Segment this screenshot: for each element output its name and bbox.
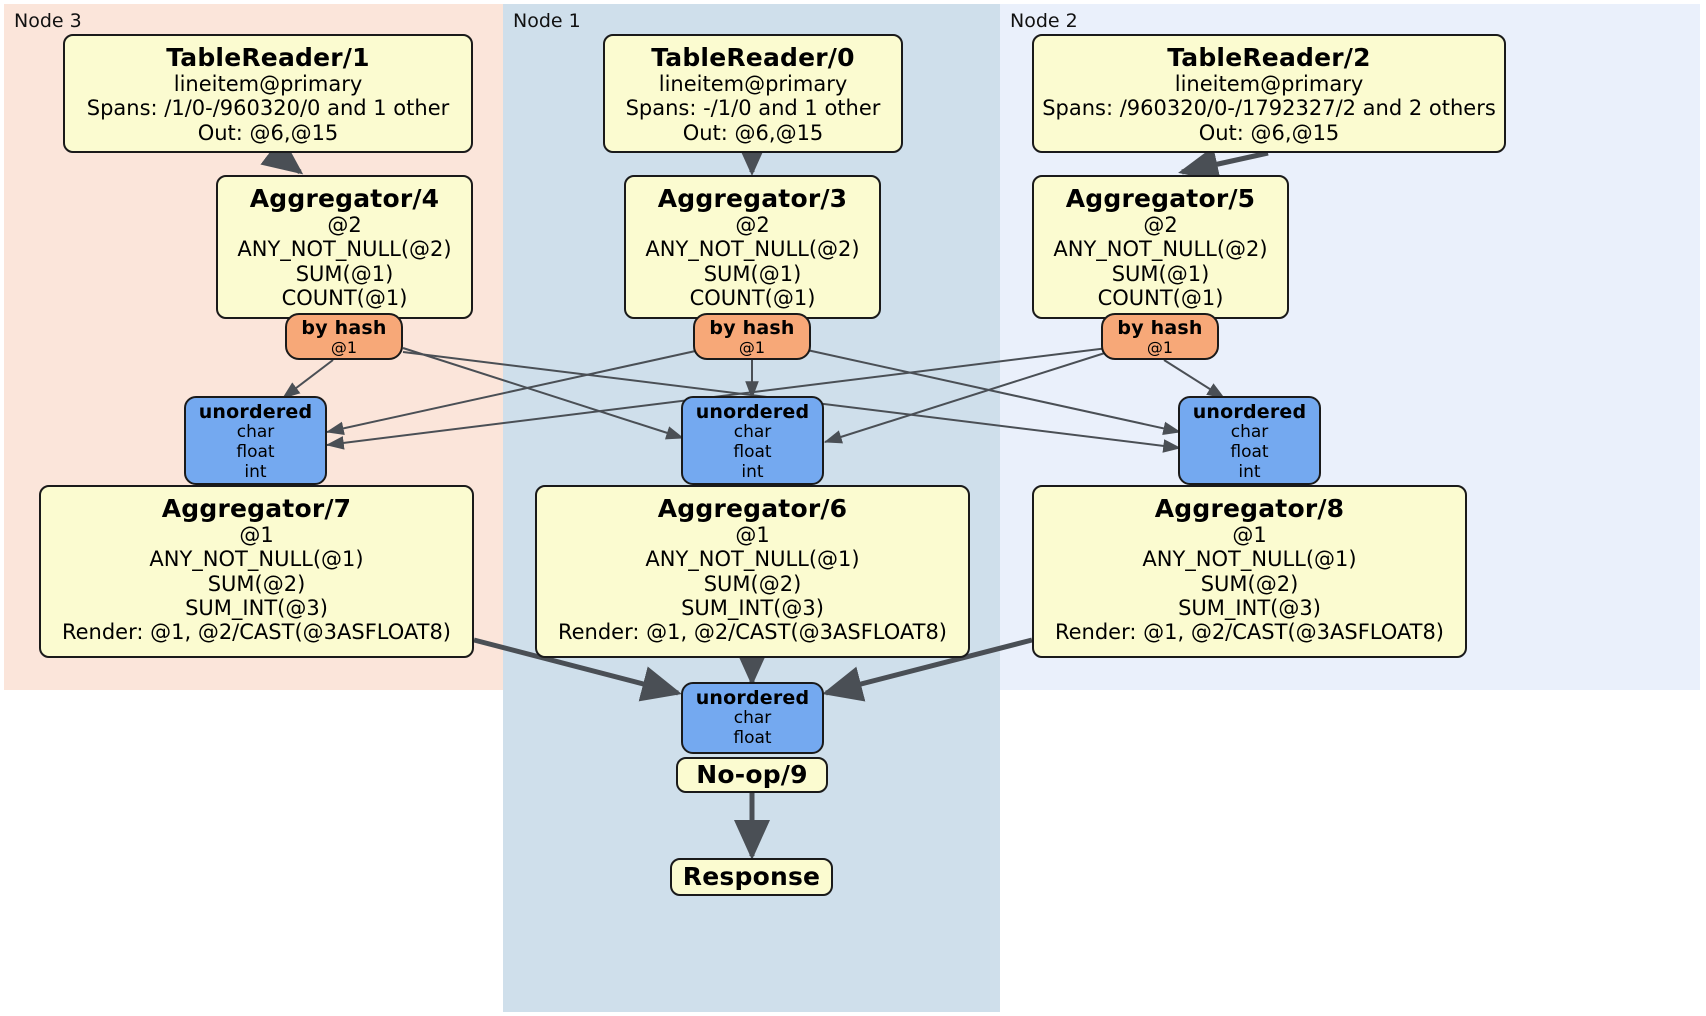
processor-detail: Out: @6,@15 [197,120,339,145]
processor-detail: @1 [239,523,274,547]
processor-title: Aggregator/7 [161,494,352,523]
processor-detail: SUM(@1) [295,261,394,286]
processor-detail: ANY_NOT_NULL(@2) [645,237,860,262]
processor-detail: Out: @6,@15 [682,120,824,145]
processor-title: TableReader/1 [166,43,370,72]
processor-title: TableReader/2 [1167,43,1371,72]
processor-title: Aggregator/8 [1154,494,1345,523]
processor-detail: SUM(@1) [703,261,802,286]
node-panel-label-node1: Node 1 [513,10,581,32]
router-detail: @1 [330,338,358,358]
processor-detail: ANY_NOT_NULL(@1) [149,547,364,572]
processor-detail: SUM(@1) [1111,261,1210,286]
receiver-unordered-center[interactable]: unordered char float int [681,396,824,485]
processor-detail: SUM_INT(@3) [681,596,824,621]
processor-aggregator-3[interactable]: Aggregator/3 @2 ANY_NOT_NULL(@2) SUM(@1)… [624,175,881,319]
processor-detail: @2 [327,213,362,237]
processor-title: Aggregator/3 [657,184,848,213]
processor-detail: SUM(@2) [207,571,306,596]
processor-title: Aggregator/5 [1065,184,1256,213]
router-detail: @1 [1146,338,1174,358]
receiver-title: unordered [695,401,810,423]
receiver-type: char [733,422,772,443]
router-detail: @1 [738,338,766,358]
processor-detail: ANY_NOT_NULL(@1) [645,547,860,572]
processor-table-reader-1[interactable]: TableReader/1 lineitem@primary Spans: /1… [63,34,473,153]
processor-aggregator-8[interactable]: Aggregator/8 @1 ANY_NOT_NULL(@1) SUM(@2)… [1032,485,1467,658]
processor-aggregator-7[interactable]: Aggregator/7 @1 ANY_NOT_NULL(@1) SUM(@2)… [39,485,474,658]
router-title: by hash [709,317,795,339]
processor-detail: @1 [735,523,770,547]
processor-render: Render: @1, @2/CAST(@3ASFLOAT8) [1054,620,1445,645]
processor-table-reader-2[interactable]: TableReader/2 lineitem@primary Spans: /9… [1032,34,1506,153]
receiver-unordered-left[interactable]: unordered char float int [184,396,327,485]
receiver-unordered-final[interactable]: unordered char float [681,682,824,754]
processor-detail: @2 [735,213,770,237]
processor-detail: SUM_INT(@3) [1178,596,1321,621]
receiver-type: float [733,727,772,748]
processor-detail: ANY_NOT_NULL(@1) [1142,547,1357,572]
processor-detail: SUM(@2) [703,571,802,596]
processor-aggregator-4[interactable]: Aggregator/4 @2 ANY_NOT_NULL(@2) SUM(@1)… [216,175,473,319]
processor-detail: COUNT(@1) [1097,286,1224,311]
processor-render: Render: @1, @2/CAST(@3ASFLOAT8) [557,620,948,645]
processor-title: Aggregator/6 [657,494,848,523]
processor-detail: Spans: -/1/0 and 1 other [625,96,881,121]
node-panel-label-node3: Node 3 [14,10,82,32]
processor-detail: Out: @6,@15 [1198,120,1340,145]
router-by-hash-left[interactable]: by hash @1 [285,313,403,360]
processor-detail: lineitem@primary [173,72,363,96]
receiver-type: int [244,461,267,482]
receiver-type: char [236,422,275,443]
processor-detail: Spans: /960320/0-/1792327/2 and 2 others [1042,96,1496,121]
processor-detail: @2 [1143,213,1178,237]
processor-detail: Spans: /1/0-/960320/0 and 1 other [86,96,450,121]
processor-detail: COUNT(@1) [689,286,816,311]
router-title: by hash [301,317,387,339]
receiver-title: unordered [198,401,313,423]
processor-detail: ANY_NOT_NULL(@2) [237,237,452,262]
processor-detail: SUM(@2) [1200,571,1299,596]
router-title: by hash [1117,317,1203,339]
receiver-type: int [1238,461,1261,482]
processor-render: Render: @1, @2/CAST(@3ASFLOAT8) [61,620,452,645]
processor-title: TableReader/0 [651,43,855,72]
processor-aggregator-5[interactable]: Aggregator/5 @2 ANY_NOT_NULL(@2) SUM(@1)… [1032,175,1289,319]
processor-detail: ANY_NOT_NULL(@2) [1053,237,1268,262]
receiver-unordered-right[interactable]: unordered char float int [1178,396,1321,485]
node-panel-label-node2: Node 2 [1010,10,1078,32]
processor-no-op-9[interactable]: No-op/9 [676,757,828,793]
receiver-type: float [1230,441,1269,462]
processor-detail: lineitem@primary [1174,72,1364,96]
processor-table-reader-0[interactable]: TableReader/0 lineitem@primary Spans: -/… [603,34,903,153]
router-by-hash-center[interactable]: by hash @1 [693,313,811,360]
receiver-type: float [733,441,772,462]
receiver-title: unordered [1192,401,1307,423]
processor-detail: COUNT(@1) [281,286,408,311]
output-title: Response [682,862,821,891]
receiver-type: char [733,708,772,729]
processor-title: No-op/9 [696,760,808,789]
processor-detail: SUM_INT(@3) [185,596,328,621]
processor-detail: lineitem@primary [658,72,848,96]
receiver-title: unordered [695,687,810,709]
processor-aggregator-6[interactable]: Aggregator/6 @1 ANY_NOT_NULL(@1) SUM(@2)… [535,485,970,658]
receiver-type: int [741,461,764,482]
receiver-type: char [1230,422,1269,443]
processor-title: Aggregator/4 [249,184,440,213]
receiver-type: float [236,441,275,462]
router-by-hash-right[interactable]: by hash @1 [1101,313,1219,360]
processor-detail: @1 [1232,523,1267,547]
output-response[interactable]: Response [670,858,833,896]
